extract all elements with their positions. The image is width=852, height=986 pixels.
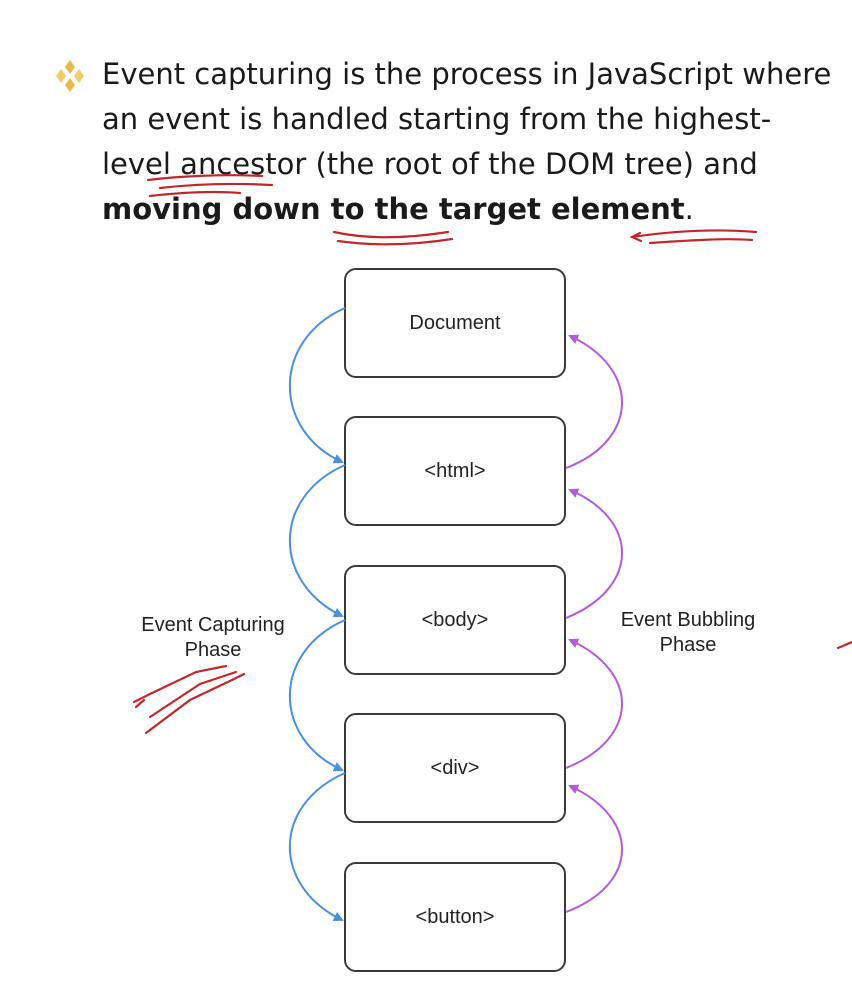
node-button: <button> [344, 862, 566, 972]
diamond-cluster-icon [56, 60, 84, 92]
capturing-phase-label-line2: Phase [184, 639, 242, 661]
node-body: <body> [344, 565, 566, 675]
bubbling-phase-label: Event Bubbling Phase [608, 608, 768, 658]
node-div: <div> [344, 713, 566, 823]
capture-arrow-document-to-html [288, 307, 346, 464]
bubbling-phase-label-line2: Phase [659, 634, 717, 656]
node-document: Document [344, 268, 566, 378]
node-html: <html> [344, 416, 566, 526]
annotation-scribble-capturing [132, 664, 246, 735]
capture-arrow-body-to-div [288, 619, 346, 772]
bubble-arrow-body-to-html [565, 488, 623, 619]
capturing-phase-label: Event Capturing Phase [118, 613, 308, 663]
bubbling-phase-label-line1: Event Bubbling [620, 609, 756, 631]
bubble-arrow-html-to-document [565, 334, 623, 469]
bubble-arrow-button-to-div [565, 784, 623, 913]
capturing-phase-label-line1: Event Capturing [141, 614, 285, 636]
annotation-underline-moving-down [332, 230, 454, 246]
annotation-edge-mark [836, 640, 852, 650]
annotation-arrow-target-element [629, 229, 758, 245]
bubble-arrow-div-to-body [565, 638, 623, 769]
capture-arrow-div-to-button [288, 772, 346, 921]
annotation-underline-highest-level [146, 174, 274, 198]
bullet-text-end: . [684, 192, 694, 226]
capture-arrow-html-to-body [288, 464, 346, 617]
bullet-text-bold: moving down to the target element [102, 192, 685, 226]
